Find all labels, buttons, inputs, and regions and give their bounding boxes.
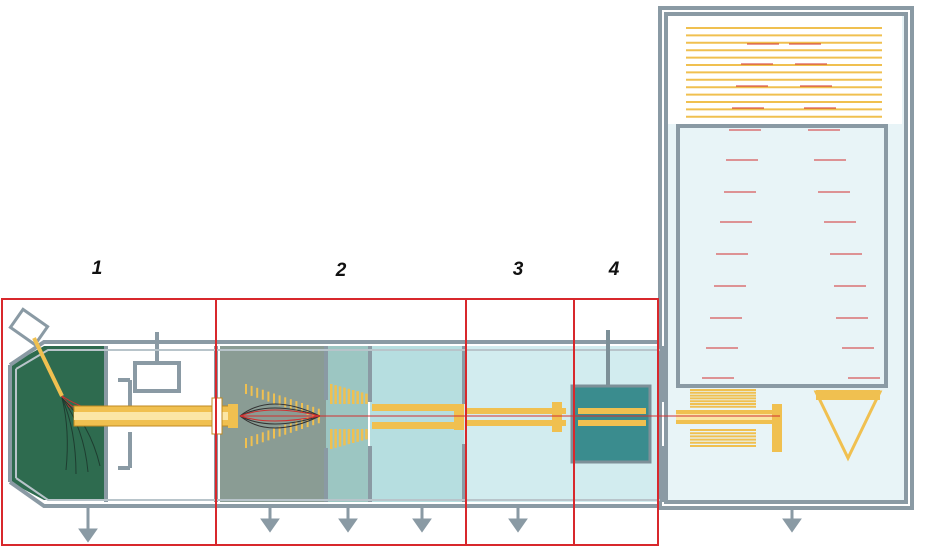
section-label-3: 3 (512, 259, 524, 280)
reflectron-ion-marks (702, 43, 880, 379)
source-chamber (10, 346, 104, 500)
section-label-4: 4 (608, 259, 620, 280)
lens-stack (330, 384, 368, 449)
tof-entrance-optics (676, 404, 782, 452)
detector-plate (816, 390, 880, 400)
section-box-4 (573, 298, 659, 546)
reflectron-stack (686, 27, 882, 118)
spray-needle (32, 337, 64, 397)
quadrupole-rods (372, 404, 462, 429)
section-label-2: 2 (335, 260, 347, 281)
funnel-trajectories (239, 403, 321, 429)
collision-cell-rods (578, 408, 646, 426)
tof-upper-region (668, 16, 902, 124)
pusher-plates (690, 389, 756, 447)
section-boxes (1, 298, 659, 546)
transfer-rods (454, 402, 566, 432)
funnel-beam (239, 409, 321, 422)
inner-wall-lines (15, 349, 660, 501)
pump-ports (78, 506, 802, 543)
source-field-lines (61, 397, 101, 475)
lens-chamber (326, 346, 368, 502)
section-label-1: 1 (91, 258, 103, 279)
sprayer-housing (8, 307, 50, 347)
